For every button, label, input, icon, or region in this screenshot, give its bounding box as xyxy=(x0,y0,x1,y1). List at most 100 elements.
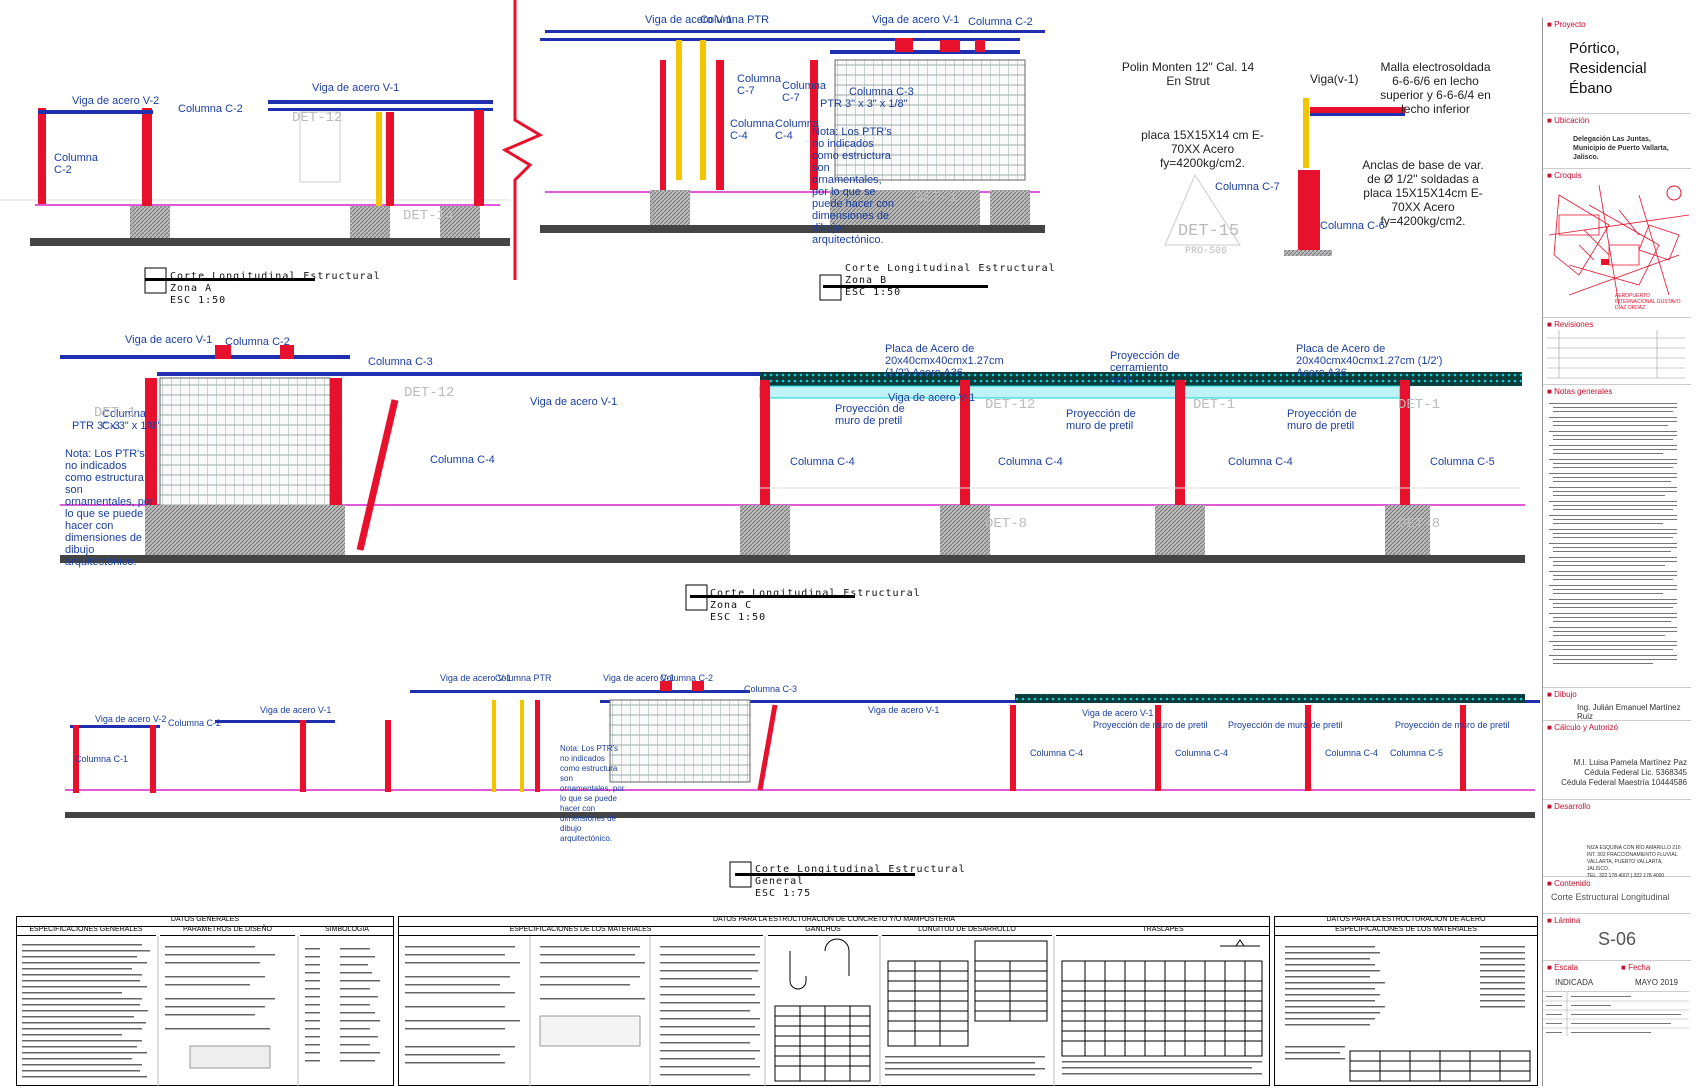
label-columna-c4-c2: Columna C-4 xyxy=(790,456,855,468)
label-viga-v1-c: Viga de acero V-1 xyxy=(125,334,213,346)
label-malla: Malla electrosoldada 6-6-6/6 en lecho su… xyxy=(1380,60,1491,116)
label-viga-v1-b2: Viga de acero V-1 xyxy=(872,14,960,26)
map-airport-label: AEROPUERTO INTERNACIONAL GUSTAVO DIAZ OR… xyxy=(1615,293,1681,311)
sidebar-fecha-head: Fecha xyxy=(1621,963,1650,972)
sheet-scale: INDICADA xyxy=(1555,978,1594,987)
drafter-name: Ing. Julián Emanuel Martínez Ruiz xyxy=(1577,703,1681,721)
det-14-a: DET-14 xyxy=(403,208,454,224)
calculist-name: M.I. Luisa Pamela Martínez Paz xyxy=(1573,758,1687,767)
label-proyeccion-muro-g1: Proyección de muro de pretil xyxy=(1093,720,1208,730)
label-viga-v1-g2: Viga de acero V-1 xyxy=(440,673,512,683)
label-columna-c3-c: Columna C-3 xyxy=(368,356,433,368)
label-proyeccion-muro-2: Proyección de muro de pretil xyxy=(1066,408,1136,432)
label-placa-c1: Placa de Acero de 20x40cmx40cmx1.27cm (1… xyxy=(885,343,1004,379)
ground-slab xyxy=(30,238,510,246)
label-columna-c5-g: Columna C-5 xyxy=(1390,748,1444,758)
header-traslapes: TRASLAPES xyxy=(1056,926,1270,936)
label-viga-v1-g4: Viga de acero V-1 xyxy=(868,705,940,715)
header-ganchos: GANCHOS xyxy=(768,926,878,936)
label-viga-v1-g5: Viga de acero V-1 xyxy=(1082,708,1154,718)
label-columna-c4-c3: Columna C-4 xyxy=(998,456,1063,468)
header-datos-concreto: DATOS PARA LA ESTRUCTURACION DE CONCRETO… xyxy=(398,916,1270,927)
det-1-b: DET-1 xyxy=(915,190,958,206)
label-viga-v1-c2: Viga de acero V-1 xyxy=(530,396,618,408)
note-ptr-b: Nota: Los PTR's no indicados como estruc… xyxy=(812,126,894,246)
label-columna-c3-b: Columna C-3 xyxy=(849,86,914,98)
label-viga-v1-g1: Viga de acero V-1 xyxy=(260,705,332,715)
sidebar-croquis-head: Croquis xyxy=(1547,171,1691,180)
header-especificaciones-acero: ESPECIFICACIONES DE LOS MATERIALES xyxy=(1274,926,1538,936)
label-columna-c7-b2: Columna C-7 xyxy=(782,80,827,104)
label-polin: Polin Monten 12" Cal. 14 En Strut xyxy=(1121,60,1255,88)
note-ptr-c: Nota: Los PTR's no indicados como estruc… xyxy=(65,448,154,568)
column-c2-a xyxy=(38,108,46,204)
sidebar-contenido-head: Contenido xyxy=(1547,879,1691,888)
sheet-date: MAYO 2019 xyxy=(1635,978,1678,987)
title-block-sidebar: Proyecto Pórtico, Residencial Ébano Ubic… xyxy=(1542,18,1691,1086)
note-ptr-g: Nota: Los PTR's no indicados como estruc… xyxy=(560,744,625,843)
label-columna-c7-det15: Columna C-7 xyxy=(1215,181,1280,193)
developer-phone: TEL. 322 178 4007 | 322 178 4000 xyxy=(1587,873,1665,879)
det-12-c: DET-12 xyxy=(404,385,455,401)
label-columna-c1-g: Columna C-1 xyxy=(75,754,129,764)
label-columna-c7-b1: Columna C-7 xyxy=(737,73,782,97)
table-datos-generales xyxy=(16,916,394,1086)
label-viga-v2: Viga de acero V-2 xyxy=(72,95,160,107)
det-15-pro: PRO-S06 xyxy=(1185,246,1228,257)
calculist-cedula-lic: Cédula Federal Lic. 5368345 xyxy=(1584,768,1687,777)
label-columna-c4-g2: Columna C-4 xyxy=(1175,748,1229,758)
det-1-c2: DET-1 xyxy=(1398,397,1441,413)
label-proyeccion-muro-g2: Proyección de muro de pretil xyxy=(1228,720,1343,730)
project-location: Delegación Las Juntas, Municipio de Puer… xyxy=(1573,136,1669,161)
label-columna-c4-b1: Columna C-4 xyxy=(730,118,775,142)
sidebar-escala-head: Escala xyxy=(1547,963,1578,972)
table-fill-lines xyxy=(22,936,1531,1086)
section-general xyxy=(65,681,1540,818)
label-ptr-b: PTR 3" x 3" x 1/8" xyxy=(820,98,908,110)
label-ptr-c: PTR 3" x 3" x 1/8" xyxy=(72,420,160,432)
table-datos-acero xyxy=(1274,916,1538,1086)
revisions-table xyxy=(1547,330,1685,379)
project-title: Pórtico, Residencial Ébano xyxy=(1569,40,1647,97)
calculist-cedula-maestria: Cédula Federal Maestría 10444586 xyxy=(1561,778,1687,787)
sidebar-revisiones-head: Revisiones xyxy=(1547,320,1691,329)
label-proyeccion-cerramiento: Proyección de cerramiento ce-1 xyxy=(1110,350,1180,386)
det-1-c: DET-1 xyxy=(1193,397,1236,413)
label-columna-c4-c1: Columna C-4 xyxy=(430,454,495,466)
header-simbologia: SIMBOLOGIA xyxy=(300,926,394,936)
det-1-c3: DET-1 xyxy=(94,405,137,421)
sidebar-notas-head: Notas generales xyxy=(1547,387,1691,396)
label-columna-c6-det15: Columna C-6 xyxy=(1320,220,1385,232)
section-zona-a xyxy=(0,0,544,280)
label-columna-c2-b: Columna C-2 xyxy=(968,16,1033,28)
label-columna-c2: Columna C-2 xyxy=(178,103,243,115)
label-viga-v1-b1: Viga de acero V-1 xyxy=(645,14,733,26)
det-8-c1: DET-8 xyxy=(985,516,1028,532)
detail-det-15 xyxy=(1164,98,1405,256)
section-zona-c xyxy=(60,345,1525,563)
location-map xyxy=(1549,185,1689,305)
header-datos-generales: DATOS GENERALES xyxy=(16,916,394,927)
header-especificaciones-generales: ESPECIFICACIONES GENERALES xyxy=(16,926,156,936)
developer-address: NIZA ESQUINA CON RÍO AMARILLO 216 INT. 3… xyxy=(1587,845,1681,872)
label-columna-c3-c2: Columna C-3 xyxy=(102,408,147,432)
label-viga-v1-a: Viga de acero V-1 xyxy=(312,82,400,94)
det-8-c2: DET-8 xyxy=(1398,516,1441,532)
label-viga-v1-c3: Viga de acero V-1 xyxy=(888,392,976,404)
column-c2-b xyxy=(142,108,152,206)
header-especificaciones-materiales: ESPECIFICACIONES DE LOS MATERIALES xyxy=(398,926,763,936)
sidebar-footer-table xyxy=(1543,991,1689,1036)
label-columna-c3-g: Columna C-3 xyxy=(744,684,798,694)
table-datos-concreto xyxy=(398,916,1270,1086)
header-longitud-desarrollo: LONGITUD DE DESARROLLO xyxy=(882,926,1052,936)
label-proyeccion-muro-g3: Proyección de muro de pretil xyxy=(1395,720,1510,730)
label-columna-c2-c: Columna C-2 xyxy=(225,336,290,348)
label-placa-c2: Placa de Acero de 20x40cmx40cmx1.27cm (1… xyxy=(1296,343,1443,379)
label-columna-c5-c: Columna C-5 xyxy=(1430,456,1495,468)
label-columna-c4-g3: Columna C-4 xyxy=(1325,748,1379,758)
sidebar-ubicacion-head: Ubicación xyxy=(1547,116,1691,125)
